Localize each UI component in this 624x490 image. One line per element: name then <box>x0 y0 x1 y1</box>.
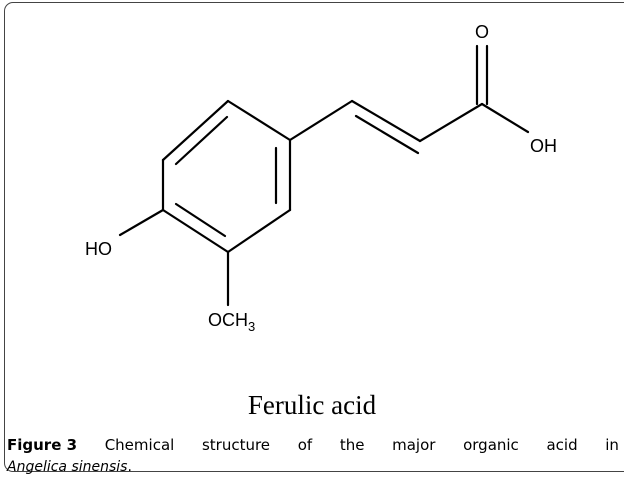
figure-frame <box>4 2 624 472</box>
caption-line-1: Figure 3 Chemical structure of the major… <box>7 434 619 456</box>
figure-caption: Figure 3 Chemical structure of the major… <box>7 434 619 478</box>
bond-ring-to-vinyl <box>288 99 354 142</box>
ring-bond-bottom-left <box>161 208 230 254</box>
bond-vinyl-double-inner <box>354 114 420 155</box>
bond-ring-to-phenol-oh <box>118 208 165 237</box>
atom-acid-hydroxyl: OH <box>530 136 557 156</box>
bond-vinyl-to-carboxyl <box>418 102 484 143</box>
caption-species: Angelica sinensis <box>7 459 128 475</box>
caption-word: Chemical <box>104 436 175 454</box>
atom-phenol-hydroxyl: HO <box>85 239 112 259</box>
methoxy-subscript: 3 <box>248 319 255 334</box>
caption-line-2: Angelica sinensis. <box>7 456 619 478</box>
methoxy-label: OCH <box>208 310 248 330</box>
caption-word: in <box>605 436 619 454</box>
compound-name: Ferulic acid <box>247 390 377 420</box>
caption-period: . <box>127 459 132 475</box>
caption-word: structure <box>201 436 271 454</box>
ring-bond-bottom-left-inner <box>174 202 227 238</box>
ring-bond-top-left <box>161 99 230 162</box>
atom-carbonyl-oxygen: O <box>475 22 489 42</box>
caption-word: major <box>392 436 436 454</box>
atom-methoxy-group: OCH3 <box>208 310 255 334</box>
caption-word: acid <box>546 436 578 454</box>
caption-word: organic <box>463 436 519 454</box>
caption-word: of <box>297 436 313 454</box>
ring-bond-bottom-right <box>226 208 292 254</box>
ring-bond-top-left-inner <box>174 115 229 166</box>
bond-carboxyl-to-oh <box>480 102 530 134</box>
caption-word: the <box>339 436 365 454</box>
chemical-structure-diagram: O OH HO OCH3 <box>85 22 557 334</box>
bond-vinyl-double <box>350 99 422 143</box>
ring-bond-top-right <box>226 99 292 142</box>
caption-figure-label: Figure 3 <box>7 436 78 454</box>
